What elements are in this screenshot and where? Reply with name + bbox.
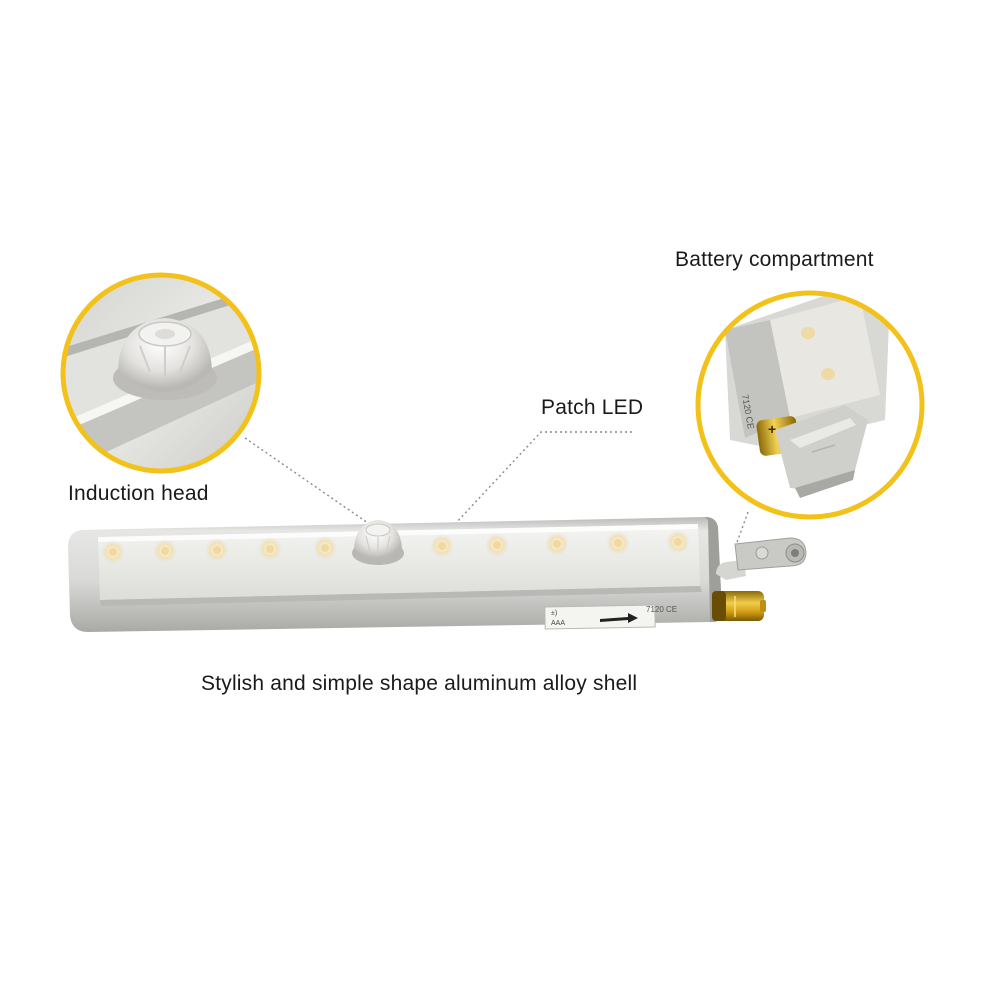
leader-lines bbox=[244, 431, 749, 549]
sticker-line2: AAA bbox=[551, 620, 565, 627]
shell-caption: Stylish and simple shape aluminum alloy … bbox=[201, 672, 638, 695]
led bbox=[321, 544, 329, 552]
led bbox=[266, 545, 274, 553]
battery-compartment-inset-ring bbox=[695, 290, 925, 520]
led bbox=[493, 541, 501, 549]
battery-lid bbox=[716, 537, 807, 580]
induction-head-inset-ring bbox=[60, 272, 262, 474]
led bbox=[213, 546, 221, 554]
led bbox=[614, 539, 622, 547]
leader-patch-led bbox=[439, 431, 632, 541]
battery-compartment-label: Battery compartment bbox=[675, 248, 874, 271]
battery-compartment-inset: 7120 CE + bbox=[695, 290, 925, 520]
led bbox=[438, 542, 446, 550]
leader-induction-head bbox=[244, 437, 379, 531]
sticker-line1: ±) bbox=[551, 610, 557, 617]
led-row bbox=[101, 530, 690, 564]
light-bar: ±) AAA 7120 CE bbox=[68, 517, 807, 632]
led bbox=[553, 540, 561, 548]
led bbox=[674, 538, 682, 546]
battery-plus-mark: + bbox=[768, 421, 776, 437]
led bbox=[109, 548, 117, 556]
leader-battery-compartment bbox=[734, 511, 749, 549]
patch-led-label: Patch LED bbox=[541, 396, 644, 419]
sensor-dome bbox=[352, 520, 404, 565]
label-sticker bbox=[544, 604, 656, 630]
arrow-icon bbox=[600, 613, 638, 623]
induction-head-inset bbox=[60, 272, 262, 474]
induction-head-label: Induction head bbox=[68, 482, 209, 505]
model-mark: 7120 CE bbox=[646, 605, 677, 614]
led bbox=[161, 547, 169, 555]
